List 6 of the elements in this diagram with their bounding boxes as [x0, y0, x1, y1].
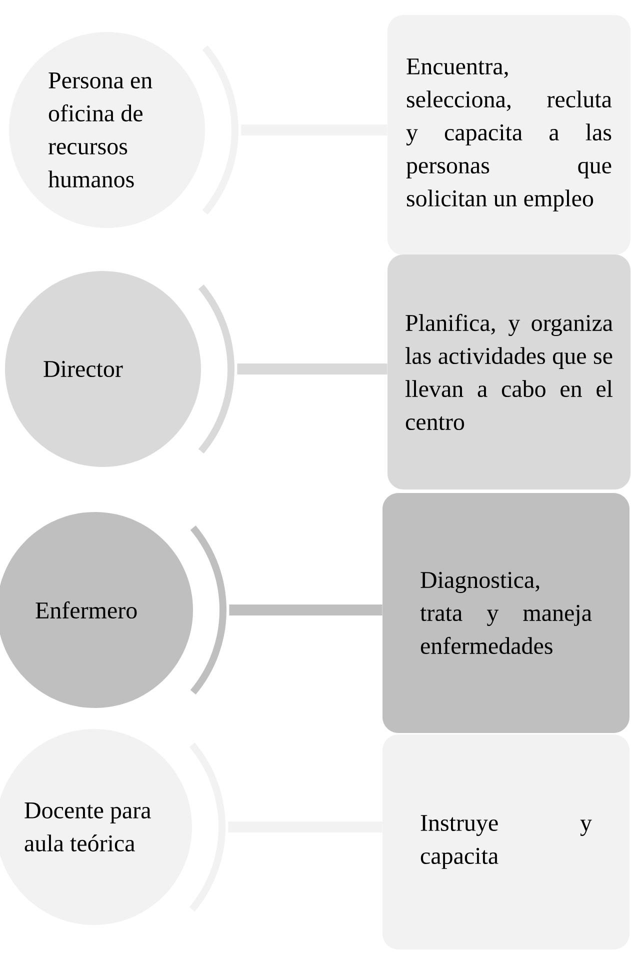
- text-box: Instruye y capacita: [382, 734, 630, 950]
- text-box: Diagnostica, trata y maneja enfermedades: [382, 493, 630, 733]
- text-box: Encuentra, selecciona, recluta y capacita a las personas que solicitan un empleo: [388, 15, 630, 255]
- connector-line: [237, 364, 388, 374]
- connector-line: [229, 604, 382, 616]
- text-box: Planifica, y organiza las actividades que se llevan a cabo en el centro: [388, 254, 630, 490]
